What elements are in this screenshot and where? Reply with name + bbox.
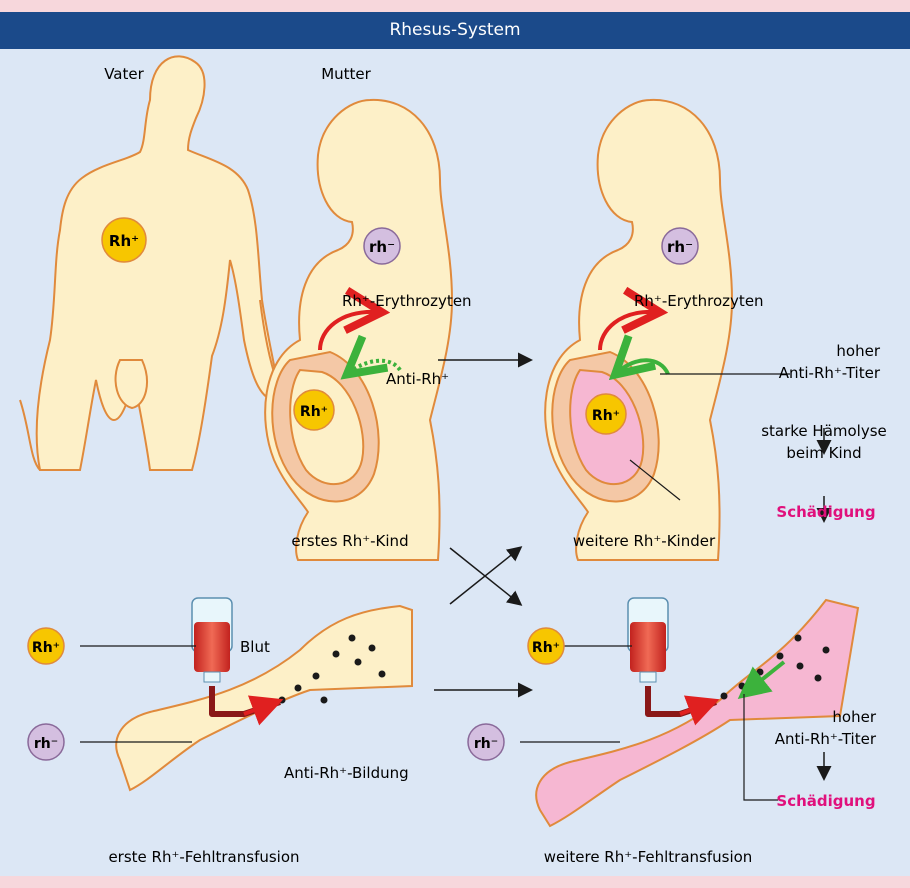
arm-first [116,606,412,790]
label-high-titer-1-line2: Anti-Rh⁺-Titer [779,364,881,382]
rh-pos-label-father: Rh⁺ [109,232,139,250]
label-further-transfusion: weitere Rh⁺-Fehltransfusion [544,848,753,866]
rh-neg-label-recipient-first: rh⁻ [34,736,58,752]
rh-pos-label-child-first: Rh⁺ [300,404,328,420]
blood-bag-further [628,598,716,714]
label-high-titer-1-line1: hoher [836,342,880,360]
label-hemolysis-line1: starke Hämolyse [761,422,887,440]
rh-neg-label-mother-first: rh⁻ [369,238,395,256]
rh-pos-label-donor-first: Rh⁺ [32,640,60,656]
father-body-outline [37,56,280,470]
label-damage-2: Schädigung [776,792,875,810]
label-hemolysis-line2: beim Kind [786,444,861,462]
mother-figure-first [265,100,452,560]
label-anti-rh-formation: Anti-Rh⁺-Bildung [284,764,409,782]
label-damage-1: Schädigung [776,503,875,521]
father-figure [20,56,280,470]
label-father: Vater [104,65,144,83]
label-high-titer-2-line1: hoher [832,708,876,726]
label-first-child: erstes Rh⁺-Kind [291,532,408,550]
label-first-transfusion: erste Rh⁺-Fehltransfusion [108,848,299,866]
label-further-children: weitere Rh⁺-Kinder [573,532,716,550]
rh-neg-label-mother-further: rh⁻ [667,238,693,256]
arm-outline-first [116,606,412,790]
rh-neg-label-recipient-further: rh⁻ [474,736,498,752]
label-erythrocytes-first: Rh⁺-Erythrozyten [342,292,472,310]
label-erythrocytes-further: Rh⁺-Erythrozyten [634,292,764,310]
rh-pos-label-donor-further: Rh⁺ [532,640,560,656]
mother-figure-further [545,100,732,560]
label-high-titer-2-line2: Anti-Rh⁺-Titer [775,730,877,748]
label-blood: Blut [240,638,270,656]
label-mother: Mutter [321,65,371,83]
rh-pos-label-child-further: Rh⁺ [592,408,620,424]
label-anti-rh: Anti-Rh⁺ [386,370,449,388]
